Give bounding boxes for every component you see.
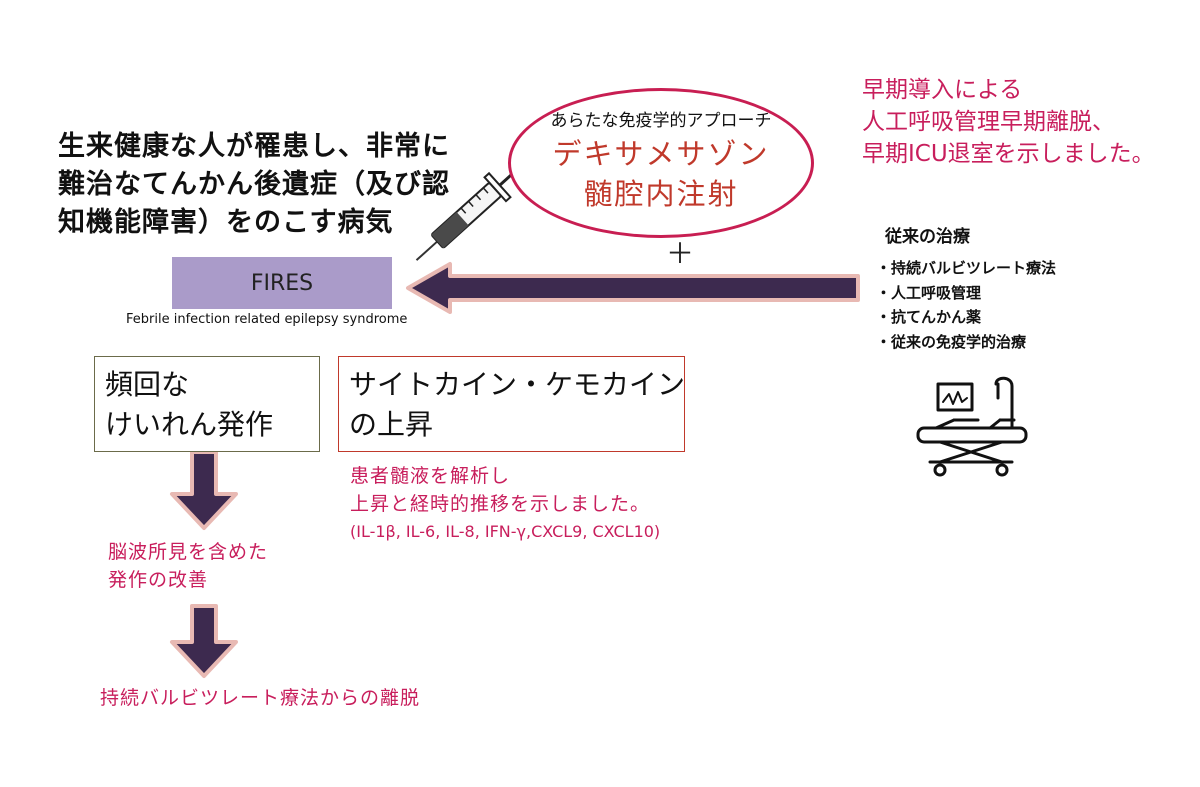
down-arrow: [170, 604, 238, 678]
fires-description: 生来健康な人が罹患し、非常に 難治なてんかん後遺症（及び認 知機能障害）をのこす…: [58, 128, 458, 242]
conventional-item: ・持続バルビツレート療法: [876, 259, 1057, 277]
seizure-line: 頻回な: [105, 368, 190, 401]
description-line: 生来健康な人が罹患し、非常に: [58, 131, 450, 162]
early-effect-line: 人工呼吸管理早期離脱、: [862, 109, 1115, 135]
eeg-line: 脳波所見を含めた: [108, 541, 269, 563]
eeg-improvement: 脳波所見を含めた 発作の改善: [108, 538, 268, 594]
approach-ellipse: [508, 88, 814, 238]
approach-treatment: デキサメサゾン 髄腔内注射: [508, 134, 814, 214]
conventional-item: ・従来の免疫学的治療: [876, 332, 1027, 351]
early-effect-line: 早期ICU退室を示しました。: [862, 141, 1155, 167]
eeg-line: 発作の改善: [108, 569, 209, 591]
hospital-bed-icon: [916, 376, 1028, 477]
left-arrow: [406, 262, 860, 314]
early-effect-text: 早期導入による 人工呼吸管理早期離脱、 早期ICU退室を示しました。: [862, 74, 1155, 170]
seizure-line: けいれん発作: [105, 408, 274, 441]
conventional-title: 従来の治療: [885, 227, 970, 247]
syringe-icon: [415, 155, 534, 261]
cytokine-note-line: 患者髄液を解析し: [350, 465, 511, 487]
fires-subtitle: Febrile infection related epilepsy syndr…: [126, 312, 408, 327]
early-effect-line: 早期導入による: [862, 77, 1023, 103]
cytokine-line: サイトカイン・ケモカイン: [349, 368, 686, 401]
down-arrow: [170, 450, 238, 530]
cytokine-list: (IL-1β, IL-6, IL-8, IFN-γ,CXCL9, CXCL10): [350, 522, 661, 541]
approach-line: デキサメサゾン: [552, 137, 770, 171]
description-line: 知機能障害）をのこす病気: [58, 207, 394, 238]
plus-sign: ＋: [666, 237, 695, 270]
conventional-item: ・人工呼吸管理: [876, 283, 982, 302]
description-line: 難治なてんかん後遺症（及び認: [58, 169, 450, 200]
cytokine-line: の上昇: [349, 408, 434, 441]
conventional-list: ・持続バルビツレート療法 ・人工呼吸管理 ・抗てんかん薬 ・従来の免疫学的治療: [876, 256, 1056, 354]
weaning-text: 持続バルビツレート療法からの離脱: [100, 687, 421, 709]
cytokine-note: 患者髄液を解析し 上昇と経時的推移を示しました。: [350, 462, 650, 518]
approach-title: あらたな免疫学的アプローチ: [550, 111, 772, 131]
conventional-item: ・抗てんかん薬: [876, 308, 982, 326]
seizure-box: 頻回な けいれん発作: [94, 356, 320, 452]
fires-label: FIRES: [250, 270, 314, 296]
approach-line: 髄腔内注射: [583, 177, 739, 211]
fires-box: FIRES: [172, 257, 392, 309]
cytokine-box: サイトカイン・ケモカイン の上昇: [338, 356, 685, 452]
cytokine-note-line: 上昇と経時的推移を示しました。: [350, 493, 651, 515]
